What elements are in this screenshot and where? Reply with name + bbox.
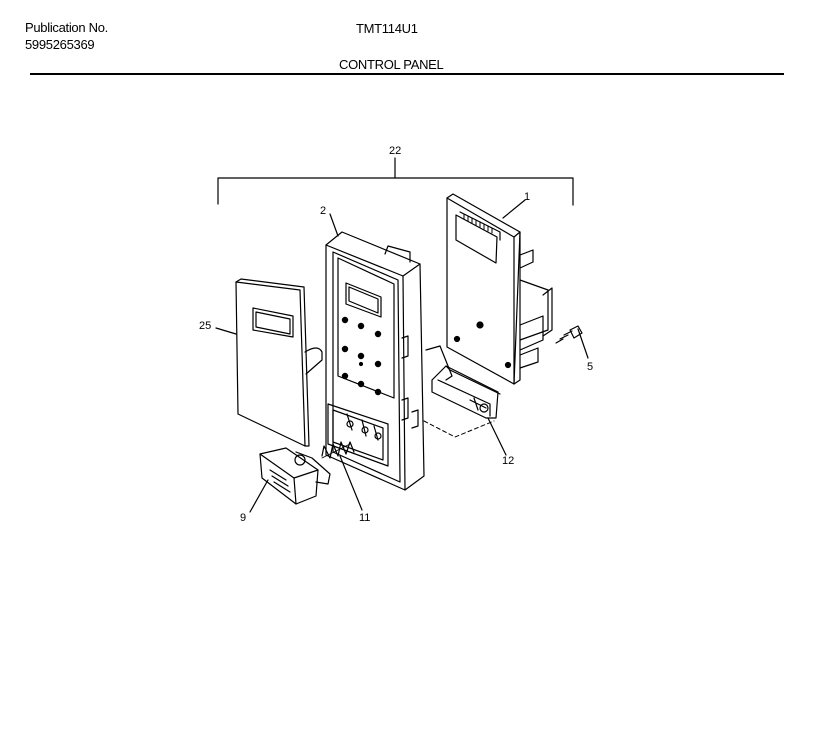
spring xyxy=(321,441,363,511)
callout-22: 22 xyxy=(389,145,401,157)
section-title: CONTROL PANEL xyxy=(339,57,444,72)
callout-5: 5 xyxy=(587,361,593,373)
callout-2: 2 xyxy=(320,205,326,217)
publication-label: Publication No. xyxy=(25,20,108,35)
header-rule xyxy=(30,73,784,75)
callout-12: 12 xyxy=(502,455,514,467)
control-panel-frame xyxy=(325,231,425,491)
leader-panel xyxy=(329,213,339,237)
callout-1: 1 xyxy=(524,191,530,203)
model-number: TMT114U1 xyxy=(356,21,418,36)
callout-25: 25 xyxy=(199,320,211,332)
leader-overlay xyxy=(215,327,237,335)
control-board xyxy=(446,193,553,385)
assembly-bracket xyxy=(217,157,574,206)
leader-board xyxy=(502,199,526,219)
latch-lever xyxy=(423,345,507,456)
screw xyxy=(555,325,589,359)
publication-number: 5995265369 xyxy=(25,37,95,52)
door-button xyxy=(249,447,331,513)
keypad-overlay xyxy=(235,278,323,447)
callout-9: 9 xyxy=(240,512,246,524)
callout-11: 11 xyxy=(359,512,370,524)
